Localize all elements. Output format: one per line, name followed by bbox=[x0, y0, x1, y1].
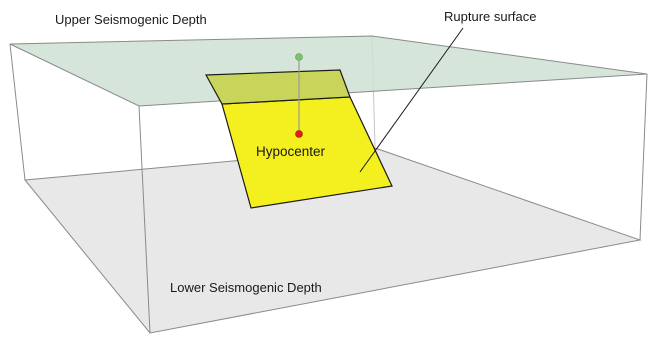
lower-seismogenic-depth-label: Lower Seismogenic Depth bbox=[170, 280, 322, 295]
rupture-surface-label: Rupture surface bbox=[444, 9, 537, 24]
hypocenter-marker bbox=[295, 130, 303, 138]
rupture-label-leader bbox=[359, 27, 464, 173]
hypocenter-label: Hypocenter bbox=[256, 144, 326, 159]
box-edge-left bbox=[9, 43, 26, 181]
upper-seismogenic-depth-label: Upper Seismogenic Depth bbox=[55, 12, 207, 27]
epicenter-marker bbox=[295, 53, 303, 61]
rupture-surface-top bbox=[205, 69, 351, 105]
box-edge-front bbox=[138, 105, 151, 334]
box-edge-right bbox=[639, 73, 648, 241]
